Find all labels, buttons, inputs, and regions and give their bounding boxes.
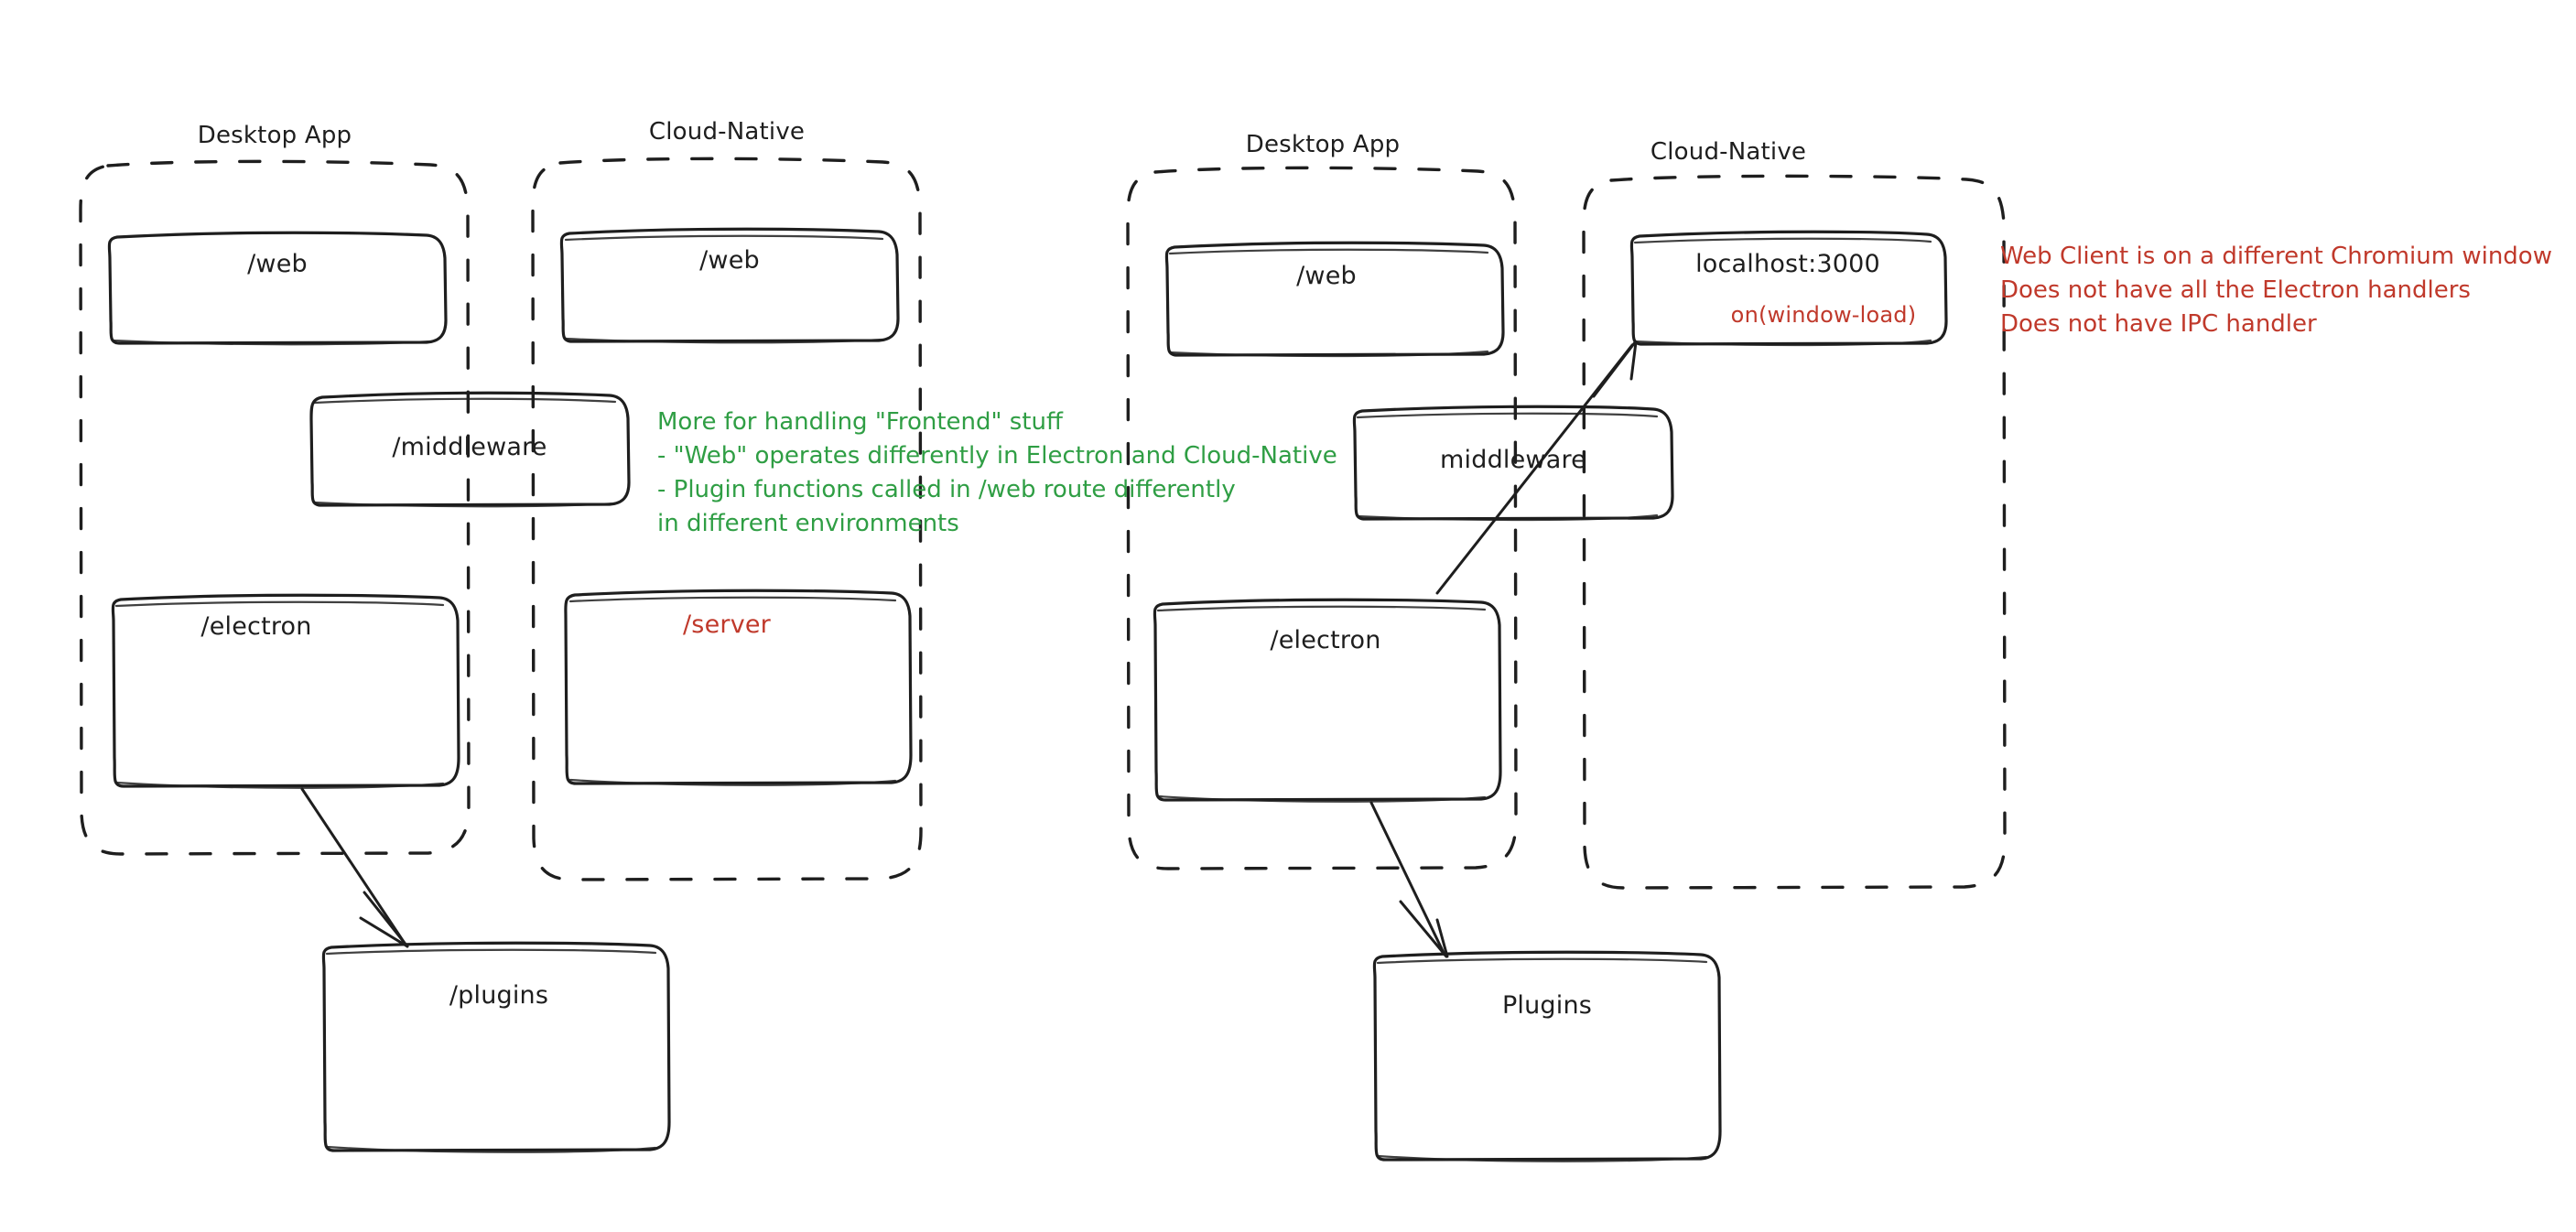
middleware-note-line-4: in different environments <box>657 509 959 537</box>
right-localhost-sublabel: on(window-load) <box>1730 302 1917 328</box>
left-desktop-app-title: Desktop App <box>197 122 352 149</box>
right-web-desktop-label: /web <box>1296 262 1357 290</box>
right-plugins-shape <box>1372 950 1722 1162</box>
web-client-note: Web Client is on a different Chromium wi… <box>2000 240 2552 341</box>
left-cloud-native-title: Cloud-Native <box>648 118 806 146</box>
web-client-note-line-2: Does not have all the Electron handlers <box>2000 276 2471 304</box>
left-electron-label: /electron <box>200 612 312 641</box>
left-middleware-label: /middleware <box>392 433 547 461</box>
left-plugins-shape <box>321 941 671 1153</box>
arrow-right-electron-to-plugins <box>1369 801 1449 958</box>
middleware-note-line-2: - "Web" operates differently in Electron… <box>657 441 1337 470</box>
right-cloud-native-container <box>1582 174 2007 890</box>
middleware-note-line-1: More for handling "Frontend" stuff <box>657 408 1063 436</box>
middleware-note: More for handling "Frontend" stuff - "We… <box>657 405 1337 541</box>
left-server-label: /server <box>683 611 771 639</box>
web-client-note-line-1: Web Client is on a different Chromium wi… <box>2000 243 2552 270</box>
right-electron-label: /electron <box>1270 626 1381 654</box>
left-plugins-label: /plugins <box>449 981 549 1010</box>
left-web-desktop-label: /web <box>247 250 308 278</box>
middleware-note-line-3: - Plugin functions called in /web route … <box>657 475 1236 503</box>
right-middleware-label: middleware <box>1440 446 1586 474</box>
web-client-note-line-3: Does not have IPC handler <box>2000 309 2317 338</box>
right-cloud-native-title: Cloud-Native <box>1650 138 1807 166</box>
arrow-left-electron-to-plugins <box>300 787 409 948</box>
right-plugins-label: Plugins <box>1501 991 1593 1020</box>
left-web-cloud-label: /web <box>699 246 760 275</box>
right-localhost-label: localhost:3000 <box>1695 250 1880 278</box>
right-desktop-app-title: Desktop App <box>1245 131 1401 158</box>
